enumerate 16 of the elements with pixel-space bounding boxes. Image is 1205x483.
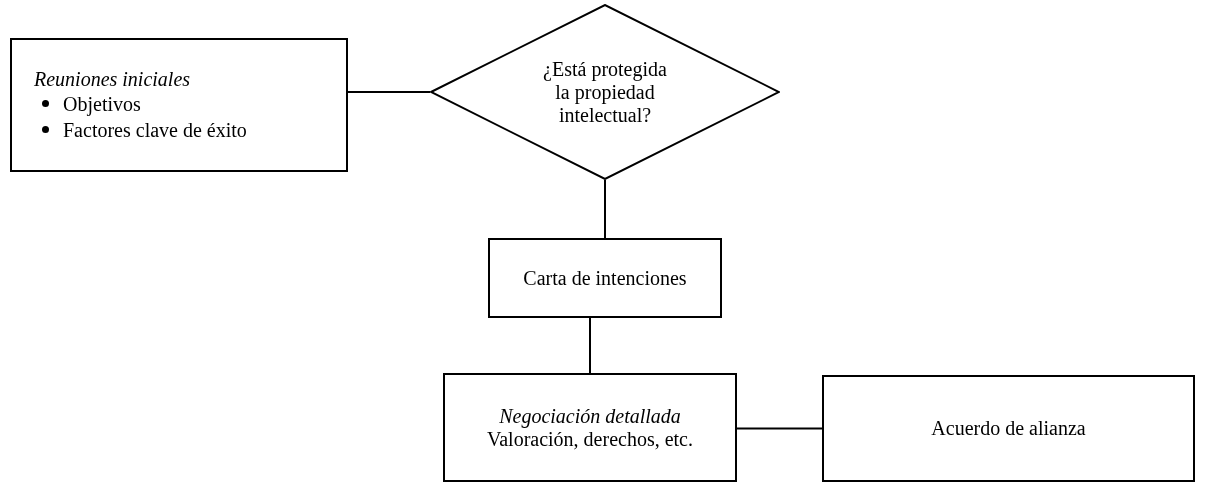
process-box <box>488 238 722 318</box>
decision-text: ¿Está protegida la propiedad intelectual? <box>542 57 668 127</box>
box-text: Valoración, derechos, etc. <box>487 427 693 451</box>
connector-line <box>589 317 591 374</box>
box-heading: Reuniones iniciales <box>34 67 192 91</box>
connector-line <box>604 179 606 239</box>
bullet-item: Objetivos <box>63 91 141 117</box>
box-heading: Negociación detallada <box>499 404 681 428</box>
process-box <box>10 38 348 172</box>
box-text: Acuerdo de alianza <box>931 417 1086 440</box>
box-text: Carta de intenciones <box>523 266 687 290</box>
connector-line <box>347 91 431 93</box>
process-box <box>822 375 1195 482</box>
process-box <box>443 373 737 482</box>
connector-line <box>736 427 823 430</box>
bullet-item: Factores clave de éxito <box>63 117 247 143</box>
